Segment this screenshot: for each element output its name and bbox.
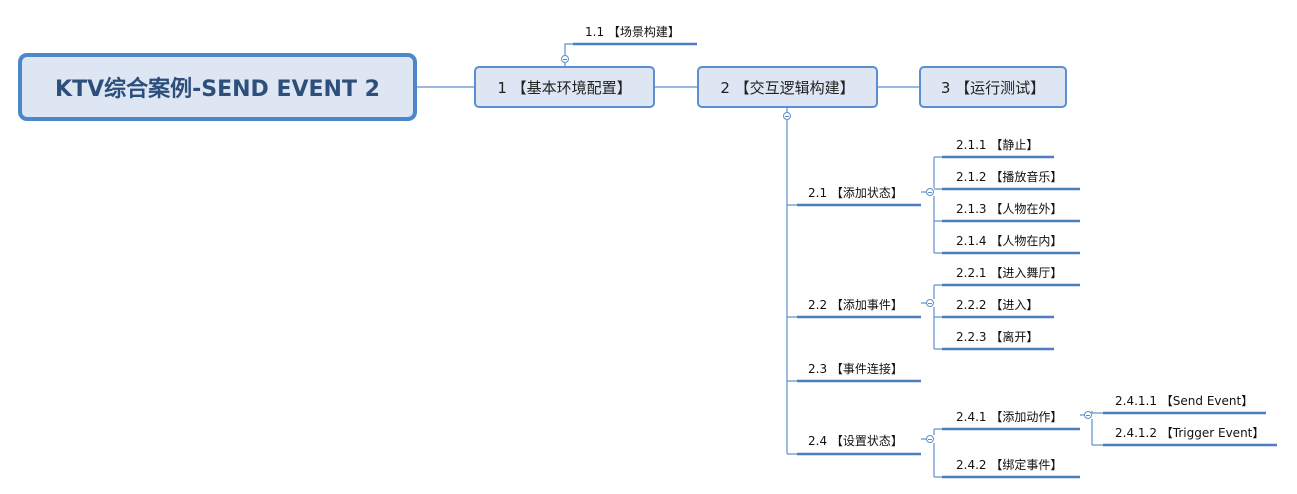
branch-topic-1[interactable]: 1 【基本环境配置】 bbox=[474, 66, 655, 108]
topic-2-4-1[interactable]: 2.4.1 【添加动作】 bbox=[956, 410, 1063, 424]
topic-2-1[interactable]: 2.1 【添加状态】 bbox=[808, 186, 903, 200]
topic-2-4-2[interactable]: 2.4.2 【绑定事件】 bbox=[956, 458, 1063, 472]
topic-2-4-1-1[interactable]: 2.4.1.1 【Send Event】 bbox=[1115, 394, 1254, 408]
topic-2-1-3[interactable]: 2.1.3 【人物在外】 bbox=[956, 202, 1063, 216]
topic-2-3[interactable]: 2.3 【事件连接】 bbox=[808, 362, 903, 376]
collapse-toggle-b2[interactable] bbox=[783, 112, 791, 120]
topic-2-1-2[interactable]: 2.1.2 【播放音乐】 bbox=[956, 170, 1063, 184]
root-topic[interactable]: KTV综合案例-SEND EVENT 2 bbox=[18, 53, 417, 121]
topic-1-1[interactable]: 1.1 【场景构建】 bbox=[585, 25, 680, 39]
topic-2-2-3[interactable]: 2.2.3 【离开】 bbox=[956, 330, 1039, 344]
topic-2-2-1[interactable]: 2.2.1 【进入舞厅】 bbox=[956, 266, 1063, 280]
topic-2-4-1-2[interactable]: 2.4.1.2 【Trigger Event】 bbox=[1115, 426, 1265, 440]
collapse-toggle-2-1[interactable] bbox=[926, 188, 934, 196]
collapse-toggle-b1[interactable] bbox=[561, 55, 569, 63]
collapse-toggle-2-4-1[interactable] bbox=[1084, 411, 1092, 419]
topic-2-2-2[interactable]: 2.2.2 【进入】 bbox=[956, 298, 1039, 312]
topic-2-4[interactable]: 2.4 【设置状态】 bbox=[808, 434, 903, 448]
collapse-toggle-2-4[interactable] bbox=[926, 435, 934, 443]
collapse-toggle-2-2[interactable] bbox=[926, 299, 934, 307]
topic-2-1-4[interactable]: 2.1.4 【人物在内】 bbox=[956, 234, 1063, 248]
topic-2-1-1[interactable]: 2.1.1 【静止】 bbox=[956, 138, 1039, 152]
branch-topic-2[interactable]: 2 【交互逻辑构建】 bbox=[697, 66, 878, 108]
branch-topic-3[interactable]: 3 【运行测试】 bbox=[919, 66, 1067, 108]
topic-2-2[interactable]: 2.2 【添加事件】 bbox=[808, 298, 903, 312]
